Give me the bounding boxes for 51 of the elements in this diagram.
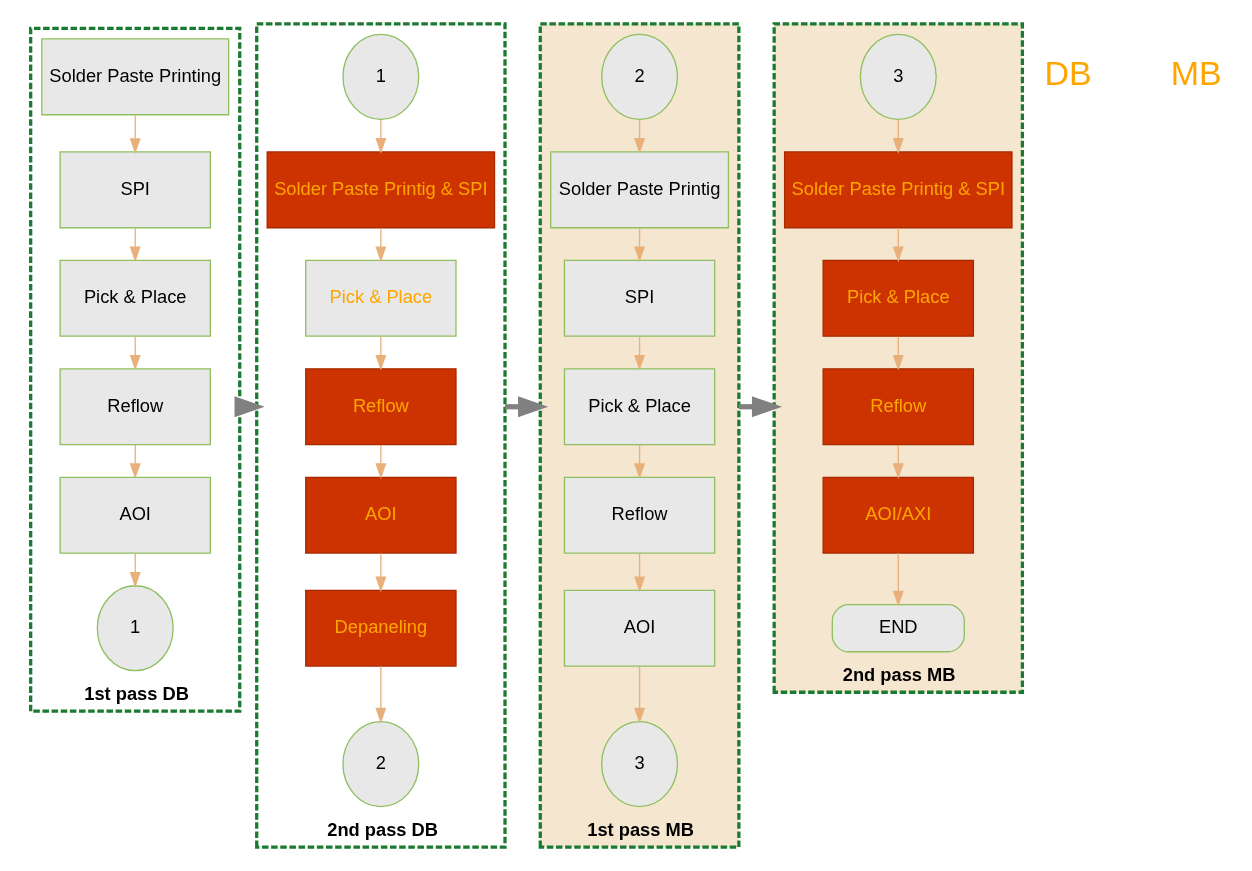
node-box: SPI [58, 151, 211, 229]
node-box: Depaneling [304, 589, 457, 667]
arrow [892, 227, 904, 263]
node-ellipse: 1 [96, 585, 174, 672]
label: MB [1170, 54, 1222, 93]
node-box: Solder Paste Printing [40, 38, 229, 116]
node-box: Solder Paste Printig & SPI [783, 151, 1013, 229]
node-box: SPI [563, 259, 715, 337]
node-ellipse: 2 [341, 721, 419, 808]
arrow [374, 444, 386, 480]
node-ellipse: 3 [600, 721, 678, 808]
node-box: AOI [58, 476, 211, 554]
arrow [892, 119, 904, 154]
node-box: Pick & Place [563, 368, 715, 446]
arrow [892, 444, 904, 480]
arrow [892, 552, 904, 607]
node-box: AOI/AXI [822, 476, 974, 554]
node-box: Reflow [304, 368, 457, 446]
label: DB [1044, 54, 1092, 93]
arrow [633, 227, 645, 263]
node-box: Pick & Place [58, 259, 211, 337]
arrow [633, 119, 645, 154]
arrow [129, 335, 141, 371]
arrow [374, 665, 386, 724]
arrow [129, 114, 141, 154]
node-box: Reflow [563, 476, 715, 554]
arrow [129, 552, 141, 588]
node-ellipse: 2 [600, 33, 678, 120]
arrow [374, 119, 386, 154]
node-box: Pick & Place [304, 259, 457, 337]
node-box: Solder Paste Printig & SPI [266, 151, 495, 229]
arrow [129, 444, 141, 480]
arrow [633, 665, 645, 724]
arrow [374, 227, 386, 263]
node-ellipse: 1 [341, 33, 419, 120]
node-ellipse: 3 [859, 33, 937, 120]
arrow [633, 444, 645, 480]
arrow [374, 335, 386, 371]
node-box: Reflow [822, 368, 974, 446]
node-box: END [831, 604, 965, 653]
arrow [234, 396, 265, 418]
arrow [633, 335, 645, 371]
arrow [892, 335, 904, 371]
node-box: Pick & Place [822, 259, 974, 337]
node-box: AOI [304, 476, 457, 554]
node-box: AOI [563, 589, 715, 667]
arrow [129, 227, 141, 263]
arrow [374, 552, 386, 593]
arrow [633, 552, 645, 593]
node-box: Solder Paste Printig [549, 151, 729, 229]
node-box: Reflow [58, 368, 211, 446]
